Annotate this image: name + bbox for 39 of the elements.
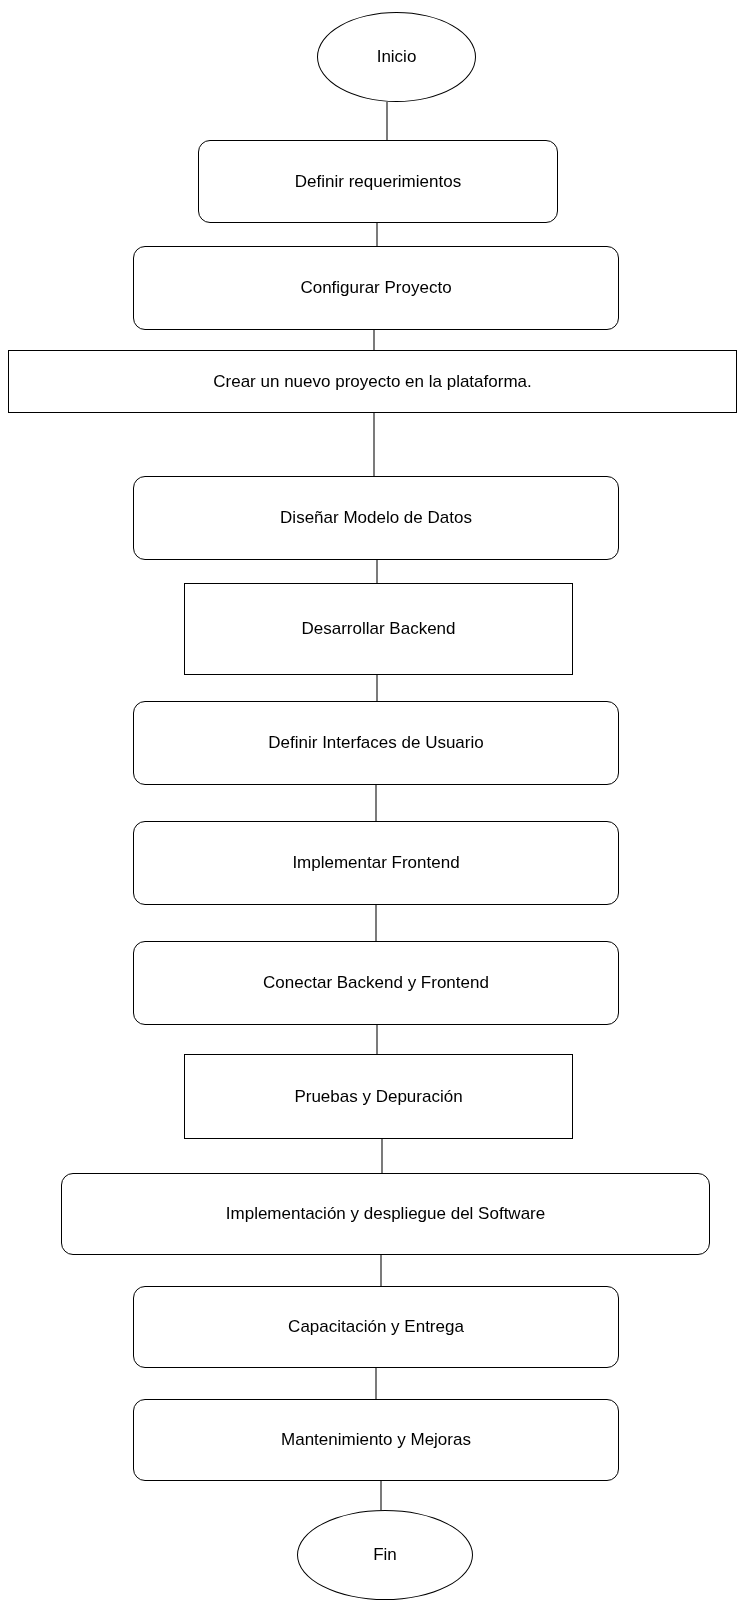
node-label: Capacitación y Entrega [287, 1317, 465, 1337]
process-box [133, 246, 619, 330]
node-label: Crear un nuevo proyecto en la plataforma. [212, 371, 533, 392]
node-label: Implementación y despliegue del Software [224, 1204, 547, 1224]
process-box [8, 350, 737, 413]
process-box [133, 476, 619, 560]
node-label: Definir requerimientos [293, 171, 463, 192]
node-label: Desarrollar Backend [300, 619, 457, 639]
connector-line [375, 1367, 377, 1400]
connector-line [376, 222, 378, 247]
node-label: Configurar Proyecto [299, 278, 453, 298]
node-label: Pruebas y Depuración [293, 1086, 464, 1107]
process-box [133, 1399, 619, 1481]
connector-line [373, 329, 375, 351]
process-box [184, 583, 573, 675]
connector-line [376, 559, 378, 584]
node-label: Implementar Frontend [291, 853, 461, 873]
node-label: Conectar Backend y Frontend [262, 973, 490, 993]
node-label: Fin [372, 1545, 398, 1565]
connector-line [376, 1024, 378, 1055]
connector-line [375, 904, 377, 942]
connector-line [381, 1138, 383, 1174]
node-label: Inicio [375, 47, 418, 67]
process-box [133, 941, 619, 1025]
connector-line [373, 412, 375, 477]
node-label: Definir Interfaces de Usuario [267, 733, 485, 753]
process-box [133, 701, 619, 785]
connector-line [386, 101, 388, 141]
process-box [61, 1173, 710, 1255]
connector-line [375, 784, 377, 822]
connector-line [380, 1254, 382, 1287]
process-box [184, 1054, 573, 1139]
node-label: Diseñar Modelo de Datos [279, 508, 473, 528]
node-label: Mantenimiento y Mejoras [280, 1430, 472, 1450]
process-box [133, 1286, 619, 1368]
process-box [133, 821, 619, 905]
connector-line [380, 1480, 382, 1511]
connector-line [376, 674, 378, 702]
process-box [198, 140, 558, 223]
